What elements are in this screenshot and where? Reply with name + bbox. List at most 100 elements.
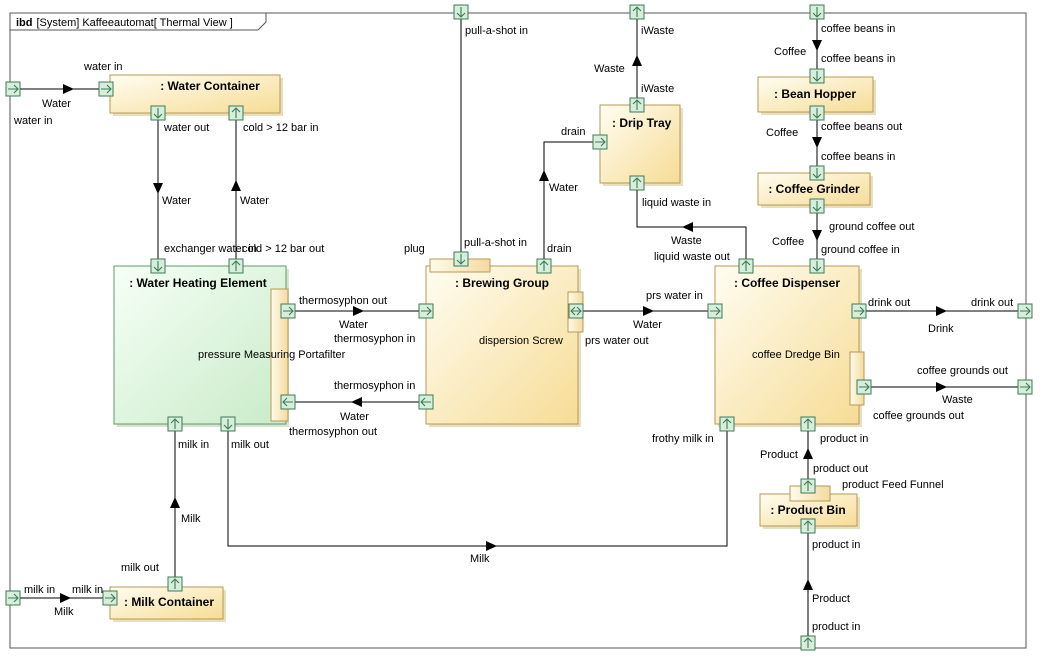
- label: coffee beans in: [821, 23, 895, 35]
- port-bean-hopper-in[interactable]: [809, 68, 825, 84]
- port-thermosyphon-in[interactable]: [280, 394, 296, 410]
- label: thermosyphon in: [334, 333, 415, 345]
- port-brewing-thermosyphon-in[interactable]: [418, 303, 434, 319]
- label: prs water in: [646, 290, 703, 302]
- port-liquid-waste-in[interactable]: [629, 175, 645, 191]
- port-dispenser-drink-out[interactable]: [851, 303, 867, 319]
- label: pressure Measuring Portafilter: [198, 349, 346, 361]
- part-title: : Bean Hopper: [774, 87, 856, 101]
- arrow-right-icon: [63, 84, 74, 94]
- label: pull-a-shot in: [464, 237, 527, 249]
- port-coffee-grounds-out[interactable]: [856, 379, 872, 395]
- arrow-down-icon: [812, 230, 822, 241]
- label: Waste: [942, 394, 973, 406]
- block-brewing-group[interactable]: : Brewing Group: [425, 265, 581, 427]
- arrow-right-icon: [486, 541, 497, 551]
- arrow-up-icon: [539, 170, 549, 181]
- block-drip-tray[interactable]: : Drip Tray: [599, 104, 683, 186]
- port-cold-12-bar-in[interactable]: [228, 105, 244, 121]
- label: ground coffee in: [821, 244, 900, 256]
- port-dispenser-ground-coffee-in[interactable]: [809, 258, 825, 274]
- wire-milk-out: [227, 424, 728, 547]
- label: product in: [812, 621, 860, 633]
- label: pull-a-shot in: [465, 25, 528, 37]
- label: Water: [340, 411, 369, 423]
- label: Coffee: [766, 127, 798, 139]
- port-dispenser-prs-water-in[interactable]: [707, 303, 723, 319]
- label: Milk: [470, 553, 490, 565]
- port-brewing-pull-a-shot-in[interactable]: [453, 251, 469, 267]
- label: Coffee: [772, 236, 804, 248]
- port-drip-tray-drain[interactable]: [592, 134, 608, 150]
- label: ground coffee out: [829, 221, 914, 233]
- port-liquid-waste-out[interactable]: [738, 258, 754, 274]
- port-product-out[interactable]: [800, 478, 816, 494]
- arrow-up-icon: [632, 55, 642, 66]
- arrow-up-icon: [803, 448, 813, 459]
- label: product in: [812, 539, 860, 551]
- arrow-right-icon: [643, 306, 654, 316]
- label: Milk: [181, 513, 201, 525]
- label: water out: [163, 122, 209, 134]
- label: Waste: [671, 235, 702, 247]
- port-frame-coffee-grounds-out[interactable]: [1017, 379, 1033, 395]
- label: liquid waste in: [642, 197, 711, 209]
- label: water in: [13, 115, 53, 127]
- port-water-container-water-in[interactable]: [98, 81, 114, 97]
- label: liquid waste out: [654, 251, 730, 263]
- port-dispenser-product-in[interactable]: [800, 416, 816, 432]
- port-frame-milk-in[interactable]: [5, 590, 21, 606]
- block-water-heating-element[interactable]: : Water Heating Element: [113, 265, 289, 427]
- port-water-out[interactable]: [150, 105, 166, 121]
- port-frame-pull-a-shot-in[interactable]: [453, 4, 469, 20]
- port-thermosyphon-out[interactable]: [280, 303, 296, 319]
- label: iWaste: [641, 83, 674, 95]
- arrow-right-icon: [353, 306, 364, 316]
- port-frame-coffee-beans-in[interactable]: [809, 4, 825, 20]
- label: thermosyphon out: [299, 295, 387, 307]
- block-water-container[interactable]: : Water Container: [109, 74, 283, 116]
- labels: water in water in Water water out cold >…: [13, 23, 1013, 633]
- arrow-down-icon: [812, 40, 822, 51]
- port-brewing-drain[interactable]: [536, 258, 552, 274]
- label: thermosyphon out: [289, 426, 377, 438]
- label: Drink: [928, 323, 954, 335]
- port-cold-12-bar-out[interactable]: [228, 258, 244, 274]
- port-frame-drink-out[interactable]: [1017, 303, 1033, 319]
- port-frothy-milk-in[interactable]: [719, 416, 735, 432]
- diagram-frame: [9, 12, 1027, 649]
- arrow-right-icon: [60, 593, 71, 603]
- coffee-dredge-bin-part: [849, 351, 865, 406]
- label: frothy milk in: [652, 433, 714, 445]
- port-heating-milk-in[interactable]: [167, 416, 183, 432]
- port-milk-container-out[interactable]: [167, 576, 183, 592]
- port-frame-product-in[interactable]: [800, 635, 816, 651]
- arrow-up-icon: [803, 579, 813, 590]
- port-brewing-thermosyphon-out[interactable]: [418, 394, 434, 410]
- port-heating-milk-out[interactable]: [220, 416, 236, 432]
- part-title: : Coffee Dispenser: [734, 276, 840, 290]
- arrow-right-icon: [936, 382, 947, 392]
- label: water in: [83, 61, 123, 73]
- block-coffee-dispenser[interactable]: : Coffee Dispenser: [714, 265, 862, 427]
- port-product-bin-in[interactable]: [800, 518, 816, 534]
- label: cold > 12 bar in: [243, 122, 319, 134]
- port-prs-water-out[interactable]: [568, 303, 584, 319]
- port-grinder-out[interactable]: [809, 198, 825, 214]
- port-exchanger-water-in[interactable]: [150, 258, 166, 274]
- part-title: : Drip Tray: [612, 116, 672, 130]
- port-grinder-in[interactable]: [809, 165, 825, 181]
- port-frame-water-in[interactable]: [5, 81, 21, 97]
- port-frame-iwaste[interactable]: [629, 4, 645, 20]
- block-milk-container[interactable]: : Milk Container: [109, 586, 226, 622]
- port-milk-container-in[interactable]: [102, 590, 118, 606]
- part-title: : Product Bin: [770, 503, 845, 517]
- port-bean-hopper-out[interactable]: [809, 105, 825, 121]
- label: coffee grounds out: [873, 410, 964, 422]
- label: coffee beans in: [821, 151, 895, 163]
- port-drip-tray-iwaste[interactable]: [629, 97, 645, 113]
- part-title: : Water Container: [160, 79, 260, 93]
- part-title: : Brewing Group: [455, 276, 549, 290]
- label: cold > 12 bar out: [242, 243, 324, 255]
